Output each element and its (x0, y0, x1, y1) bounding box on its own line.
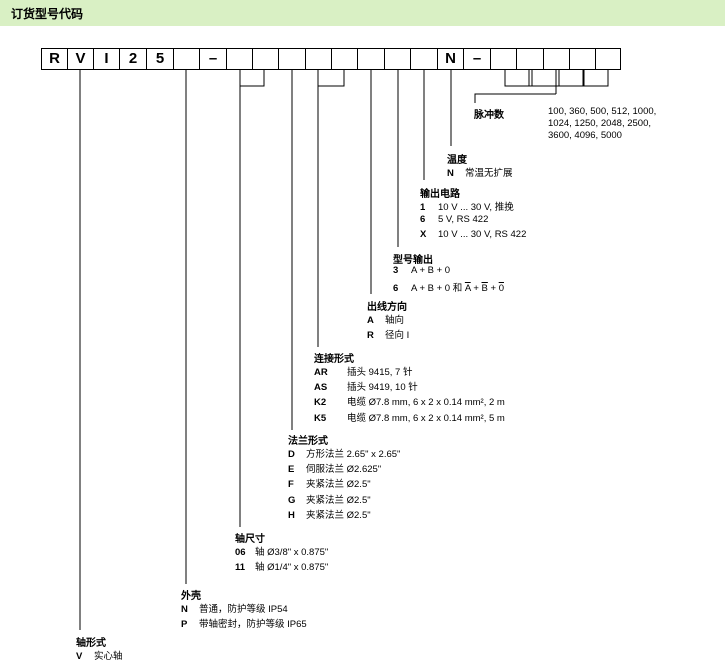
option-row: D 方形法兰 2.65" x 2.65" (288, 446, 400, 460)
housing-title: 外壳 (181, 591, 201, 602)
option-code: P (181, 619, 188, 631)
option-text: 普通，防护等级 IP54 (199, 604, 288, 615)
option-code: K2 (314, 397, 327, 409)
option-row: AR 插头 9415, 7 针 (314, 364, 412, 378)
connection-title: 连接形式 (314, 354, 354, 365)
option-row: E 伺服法兰 Ø2.625" (288, 461, 381, 475)
option-code: E (288, 464, 295, 476)
option-row: F 夹紧法兰 Ø2.5" (288, 476, 371, 490)
option-text: 夹紧法兰 Ø2.5" (306, 509, 371, 521)
option-row: X 10 V ... 30 V, RS 422 (420, 229, 526, 240)
pulse-values: 100, 360, 500, 512, 1000, 1024, 1250, 20… (548, 106, 657, 141)
option-row: 06 轴 Ø3/8" x 0.875" (235, 544, 328, 558)
option-text: 伺服法兰 Ø2.625" (306, 464, 382, 476)
option-text: 常温无扩展 (465, 168, 513, 179)
option-row: K2 电缆 Ø7.8 mm, 6 x 2 x 0.14 mm², 2 m (314, 394, 505, 408)
option-row: V 实心轴 (76, 648, 123, 662)
option-text: 电缆 Ø7.8 mm, 6 x 2 x 0.14 mm², 5 m (347, 412, 505, 424)
option-row: AS 插头 9419, 10 针 (314, 379, 418, 393)
inverted-signal: B (481, 283, 488, 295)
option-row: N 常温无扩展 (447, 165, 513, 179)
option-text: 带轴密封，防护等级 IP65 (199, 619, 307, 631)
option-row: H 夹紧法兰 Ø2.5" (288, 507, 371, 521)
option-row: 1 10 V ... 30 V, 推挽 (420, 199, 514, 213)
pulse-title: 脉冲数 (474, 110, 504, 121)
temperature-title: 温度 (447, 155, 467, 166)
code-box (595, 48, 621, 70)
option-row: G 夹紧法兰 Ø2.5" (288, 492, 371, 506)
option-code: 1 (420, 202, 426, 213)
cable-direction-title: 出线方向 (367, 302, 407, 313)
option-code: 06 (235, 547, 246, 558)
option-code: X (420, 229, 427, 241)
option-text: 方形法兰 2.65" x 2.65" (306, 449, 401, 460)
option-code: AS (314, 382, 328, 394)
inverted-signal: 0 (498, 283, 504, 295)
option-text: 夹紧法兰 Ø2.5" (306, 479, 371, 491)
option-text: 插头 9415, 7 针 (347, 367, 413, 378)
option-text: 轴向 (385, 315, 405, 326)
option-row: 6 5 V, RS 422 (420, 214, 488, 225)
option-code: 6 (420, 214, 426, 226)
option-row: N 普通，防护等级 IP54 (181, 601, 288, 615)
option-row: P 带轴密封，防护等级 IP65 (181, 616, 307, 630)
option-code: 6 (393, 283, 399, 295)
option-text: A + B + 0 和 (411, 283, 465, 295)
option-row: A 轴向 (367, 312, 404, 326)
option-text: 实心轴 (94, 651, 123, 662)
output-circuit-title: 输出电路 (420, 189, 460, 200)
section-header: 订货型号代码 (0, 0, 725, 26)
option-code: N (181, 604, 188, 615)
option-row: 3 A + B + 0 (393, 265, 450, 276)
option-text: 5 V, RS 422 (438, 214, 489, 226)
option-code: AR (314, 367, 328, 378)
option-row: 11 轴 Ø1/4" x 0.875" (235, 559, 328, 573)
option-text: 电缆 Ø7.8 mm, 6 x 2 x 0.14 mm², 2 m (347, 397, 505, 409)
option-text: A + B + 0 (411, 265, 451, 276)
option-code: N (447, 168, 454, 179)
signal-output-title: 型号输出 (393, 255, 433, 266)
option-code: D (288, 449, 295, 460)
option-code: A (367, 315, 374, 326)
option-text: 夹紧法兰 Ø2.5" (306, 494, 371, 506)
option-code: 3 (393, 265, 399, 276)
inverted-signal: A (464, 283, 471, 295)
option-text: 插头 9419, 10 针 (347, 382, 418, 394)
option-code: G (288, 494, 296, 506)
option-text: 轴 Ø3/8" x 0.875" (255, 547, 329, 558)
option-text: 轴 Ø1/4" x 0.875" (255, 562, 329, 574)
option-text: 10 V ... 30 V, 推挽 (438, 202, 514, 213)
option-code: K5 (314, 412, 327, 424)
option-code: F (288, 479, 294, 491)
flange-title: 法兰形式 (288, 436, 328, 447)
option-code: V (76, 651, 83, 662)
option-text: 径向 I (385, 330, 410, 342)
option-row: K5 电缆 Ø7.8 mm, 6 x 2 x 0.14 mm², 5 m (314, 410, 505, 424)
option-code: H (288, 509, 295, 521)
option-code: R (367, 330, 374, 342)
option-text: 10 V ... 30 V, RS 422 (438, 229, 527, 241)
section-title: 订货型号代码 (11, 7, 84, 21)
option-code: 11 (235, 562, 246, 574)
option-row: R 径向 I (367, 327, 409, 341)
shaft-type-title: 轴形式 (76, 638, 106, 649)
shaft-size-title: 轴尺寸 (235, 534, 265, 545)
